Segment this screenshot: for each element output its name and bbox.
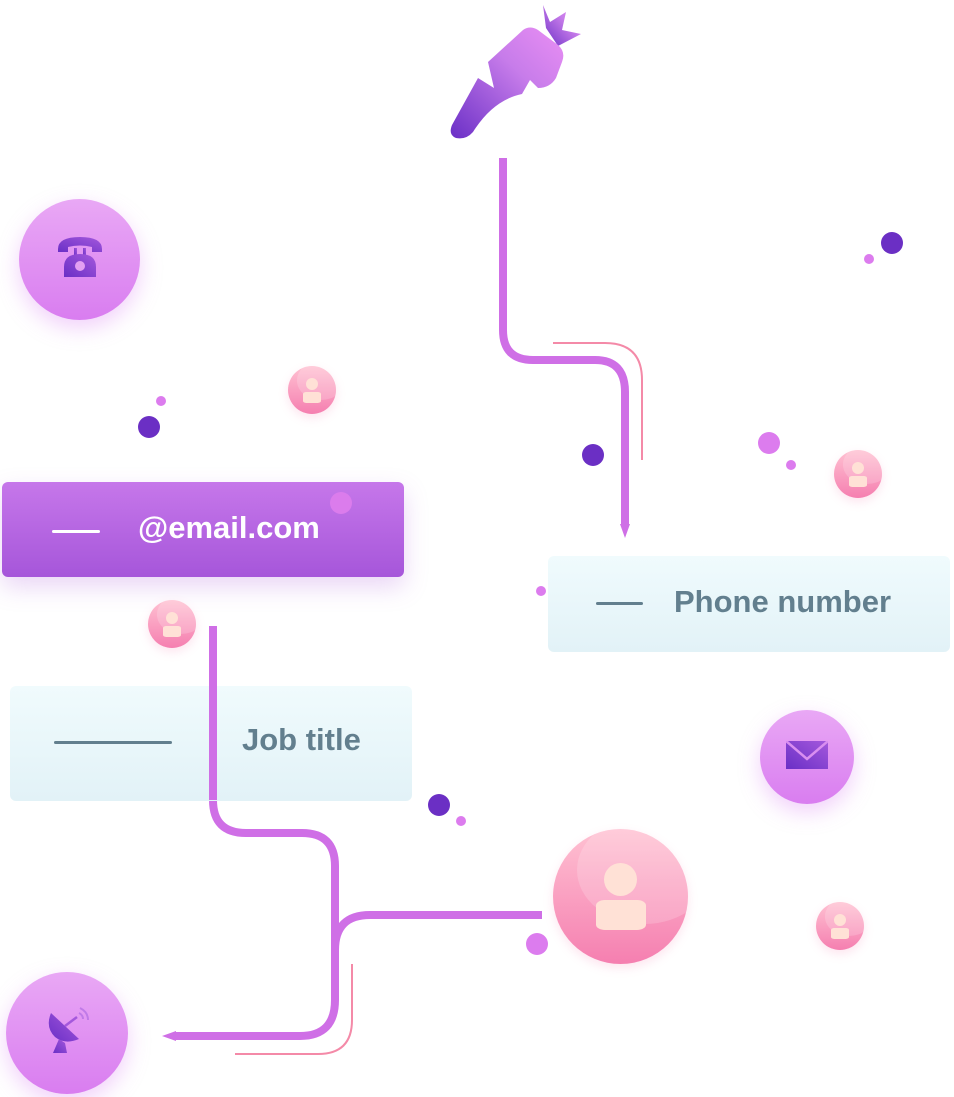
phone-bubble xyxy=(19,199,140,320)
user-avatar-large xyxy=(553,829,688,964)
satellite-bubble xyxy=(6,972,128,1094)
phone-number-label: Phone number xyxy=(674,584,892,619)
decor-dot xyxy=(582,444,604,466)
field-dash xyxy=(52,530,100,533)
job-title-label: Job title xyxy=(242,722,361,757)
field-dash xyxy=(54,741,172,744)
email-field[interactable]: @email.com xyxy=(2,482,404,577)
user-avatar-icon xyxy=(595,863,646,930)
user-avatar-icon xyxy=(303,377,321,403)
decor-dot xyxy=(536,586,546,596)
decor-dot xyxy=(881,232,903,254)
satellite-dish-icon xyxy=(43,1006,91,1060)
decor-dot xyxy=(864,254,874,264)
envelope-icon xyxy=(785,739,829,774)
job-title-field[interactable]: Job title xyxy=(10,686,412,801)
decor-dot xyxy=(758,432,780,454)
decor-dot xyxy=(138,416,160,438)
rotary-phone-icon xyxy=(56,235,104,284)
decor-dot xyxy=(456,816,466,826)
user-avatar-small xyxy=(816,902,864,950)
decor-dot xyxy=(156,396,166,406)
decor-dot xyxy=(428,794,450,816)
user-avatar-small xyxy=(288,366,336,414)
user-avatar-icon xyxy=(831,913,849,939)
email-label: @email.com xyxy=(138,510,320,545)
decor-dot xyxy=(526,933,548,955)
field-dash xyxy=(596,602,643,605)
phone-number-field[interactable]: Phone number xyxy=(548,556,950,652)
mail-bubble xyxy=(760,710,854,804)
carrot-logo-icon xyxy=(438,0,588,145)
decor-dot xyxy=(786,460,796,470)
user-avatar-small xyxy=(148,600,196,648)
decor-dot xyxy=(330,492,352,514)
user-avatar-icon xyxy=(163,611,181,637)
user-avatar-small xyxy=(834,450,882,498)
user-avatar-icon xyxy=(849,461,867,487)
